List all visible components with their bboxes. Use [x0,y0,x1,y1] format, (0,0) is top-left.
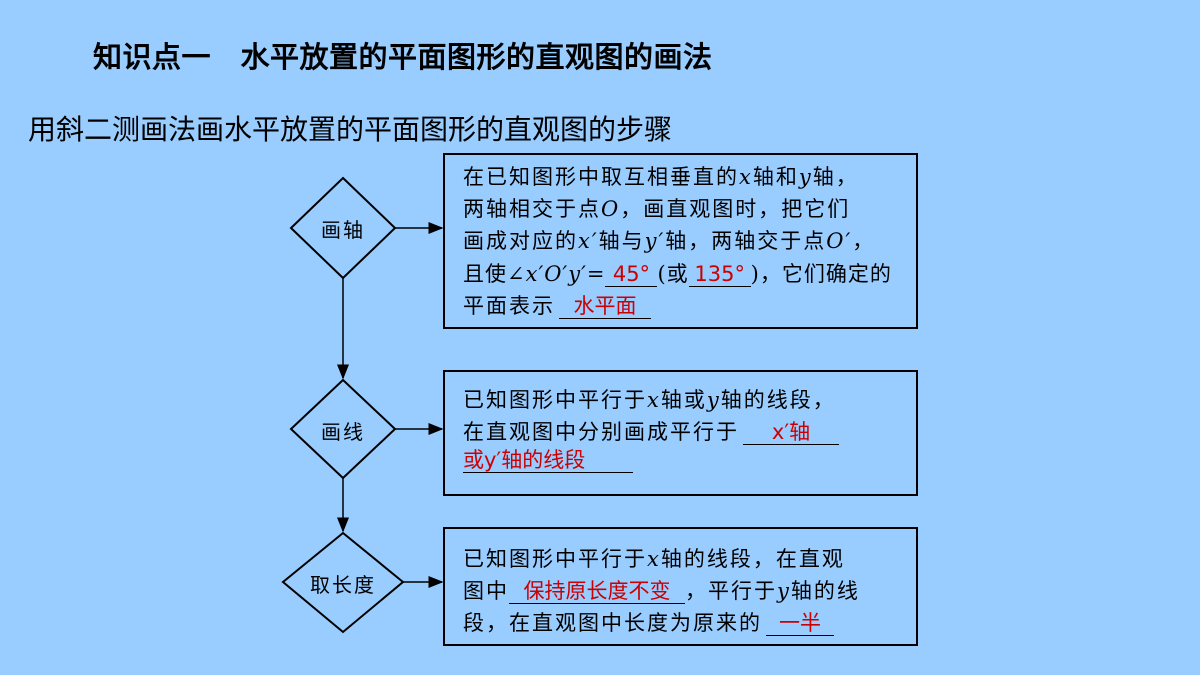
y-axis-symbol: y [706,388,721,412]
box3-line3: 段，在直观图中长度为原来的一半 [463,607,834,637]
step-label-length: 取长度 [310,573,376,597]
answer-horizontal-plane: 水平面 [559,294,651,320]
x-axis-symbol: x [739,165,753,189]
step-label-axis: 画轴 [321,218,365,242]
text: 在直观图中分别画成平行于 [463,420,739,444]
answer-keep-length: 保持原长度不变 [509,579,685,605]
text: 轴的线段，在直观 [660,547,845,571]
answer-x-prime-axis: x′轴 [743,420,839,446]
answer-135-deg: 135° [688,262,751,288]
text: 轴， [812,165,859,189]
y-axis-symbol: y [798,165,813,189]
text: ，画直观图时，把它们 [620,197,851,221]
origin-symbol: O [601,197,621,221]
answer-45-deg: 45° [605,262,658,288]
text: 轴和 [752,165,799,189]
text: 轴的线 [790,579,860,603]
box2-line1: 已知图形中平行于x轴或y轴的线段， [463,384,836,414]
page-subtitle: 用斜二测画法画水平放置的平面图形的直观图的步骤 [28,113,673,146]
answer-y-prime-axis-segment: 或y′轴的线段 [463,448,633,474]
text: 轴与 [598,229,645,253]
page-title: 知识点一 水平放置的平面图形的直观图的画法 [93,40,713,74]
origin-prime-symbol: O′ [826,229,853,253]
step-label-line: 画线 [321,420,365,444]
text: 轴，两轴交于点 [665,229,827,253]
text: 轴或 [660,388,707,412]
box1-line3: 画成对应的x′轴与y′轴，两轴交于点O′， [463,225,875,255]
x-axis-symbol: x [647,388,661,412]
box3-line2: 图中保持原长度不变，平行于y轴的线 [463,575,860,605]
text: 画成对应的 [463,229,578,253]
text: 已知图形中平行于 [463,547,647,571]
box1-line5: 平面表示水平面 [463,290,651,320]
x-prime-symbol: x′ [578,229,599,253]
box1-line2: 两轴相交于点O，画直观图时，把它们 [463,193,850,223]
diamond-length [281,531,405,634]
text: 图中 [463,579,509,603]
x-axis-symbol: x [647,547,661,571]
angle-symbol: x′O′y′ [525,262,587,286]
answer-half: 一半 [766,611,834,637]
text: 在已知图形中取互相垂直的 [463,165,739,189]
box1-line1: 在已知图形中取互相垂直的x轴和y轴， [463,161,859,191]
text: 段，在直观图中长度为原来的 [463,611,762,635]
step-box-length: 已知图形中平行于x轴的线段，在直观 图中保持原长度不变，平行于y轴的线 段，在直… [443,527,918,646]
text: )，它们确定的 [750,262,892,286]
text: (或 [657,262,689,286]
box2-line3: 或y′轴的线段 [463,448,633,474]
text: ， [852,229,876,253]
box3-line1: 已知图形中平行于x轴的线段，在直观 [463,543,845,573]
y-prime-symbol: y′ [644,229,666,253]
text: = [586,262,606,286]
text: 轴的线段， [720,388,836,412]
y-axis-symbol: y [777,579,791,603]
text: 已知图形中平行于 [463,388,647,412]
text: ，平行于 [685,579,777,603]
step-box-axis: 在已知图形中取互相垂直的x轴和y轴， 两轴相交于点O，画直观图时，把它们 画成对… [443,153,918,329]
text: 平面表示 [463,294,555,318]
text: 两轴相交于点 [463,197,601,221]
text: 且使∠ [463,262,526,286]
